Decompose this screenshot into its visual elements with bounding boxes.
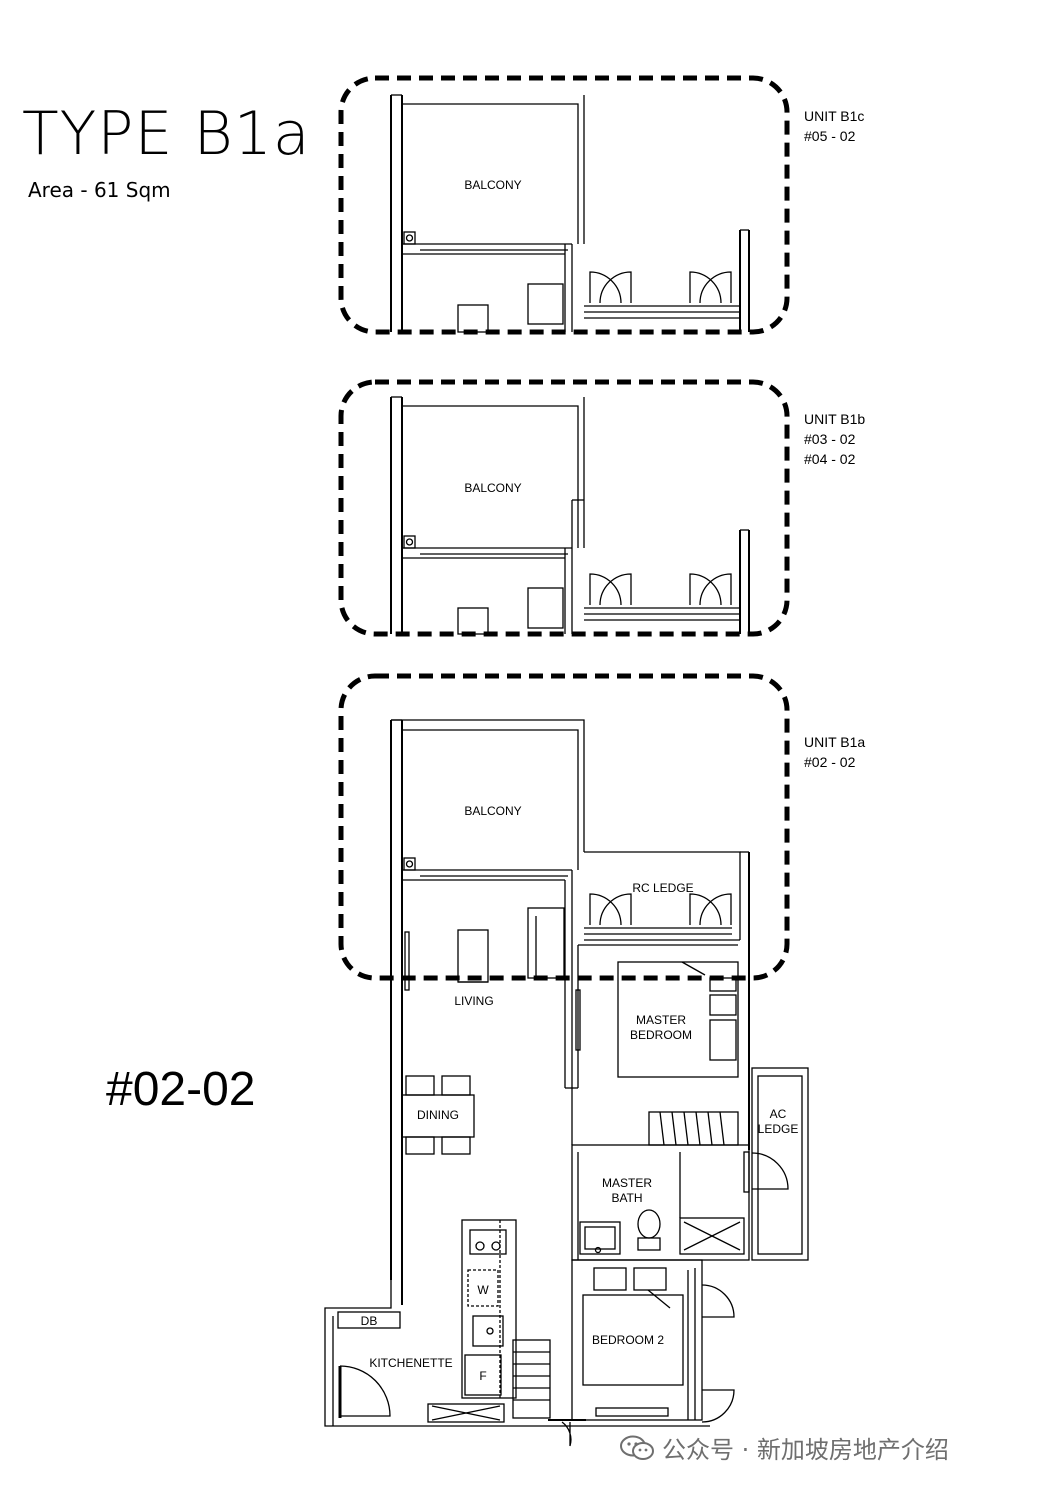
b1c-balcony-label: BALCONY bbox=[464, 178, 521, 192]
unit-b1b-number-2: #04 - 02 bbox=[804, 451, 856, 467]
master-bath-label-2: BATH bbox=[611, 1191, 642, 1205]
ac-ledge-label-1: AC bbox=[770, 1107, 787, 1121]
unit-number-heading: #02-02 bbox=[106, 1063, 256, 1116]
type-title: TYPE B1a bbox=[22, 99, 311, 169]
rc-ledge-label: RC LEDGE bbox=[632, 881, 693, 895]
unit-b1a-number: #02 - 02 bbox=[804, 754, 856, 770]
b1a-balcony-label: BALCONY bbox=[464, 804, 521, 818]
unit-b1c-plan: BALCONY bbox=[338, 75, 790, 335]
area-text: Area - 61 Sqm bbox=[28, 178, 171, 202]
watermark-text: 公众号 · 新加坡房地产介绍 bbox=[662, 1436, 949, 1464]
unit-b1b-name: UNIT B1b bbox=[804, 411, 866, 427]
washer-label: W bbox=[477, 1283, 489, 1297]
kitchenette-label: KITCHENETTE bbox=[369, 1356, 452, 1370]
unit-b1b-plan: BALCONY bbox=[338, 379, 790, 637]
unit-b1a-plan: BALCONY RC LEDGE bbox=[324, 673, 809, 1447]
b1b-balcony-label: BALCONY bbox=[464, 481, 521, 495]
unit-b1b-label: UNIT B1b #03 - 02 #04 - 02 bbox=[804, 409, 865, 469]
unit-b1c-label: UNIT B1c #05 - 02 bbox=[804, 106, 864, 146]
wechat-icon bbox=[620, 1435, 654, 1460]
unit-b1c-highlight bbox=[338, 75, 790, 335]
fridge-label: F bbox=[479, 1369, 486, 1383]
watermark: 公众号 · 新加坡房地产介绍 bbox=[620, 1430, 949, 1465]
ac-ledge-label-2: LEDGE bbox=[758, 1122, 799, 1136]
unit-b1c-name: UNIT B1c bbox=[804, 108, 865, 124]
living-label: LIVING bbox=[454, 994, 493, 1008]
master-bedroom-label-1: MASTER bbox=[636, 1013, 686, 1027]
master-bedroom-label-2: BEDROOM bbox=[630, 1028, 692, 1042]
unit-b1b-number-1: #03 - 02 bbox=[804, 431, 856, 447]
unit-b1a-label: UNIT B1a #02 - 02 bbox=[804, 732, 865, 772]
db-label: DB bbox=[361, 1314, 378, 1328]
bedroom-2-label: BEDROOM 2 bbox=[592, 1333, 664, 1347]
unit-b1c-number: #05 - 02 bbox=[804, 128, 856, 144]
master-bath-label-1: MASTER bbox=[602, 1176, 652, 1190]
dining-label: DINING bbox=[417, 1108, 459, 1122]
unit-b1a-name: UNIT B1a bbox=[804, 734, 866, 750]
unit-b1b-highlight bbox=[338, 379, 790, 637]
